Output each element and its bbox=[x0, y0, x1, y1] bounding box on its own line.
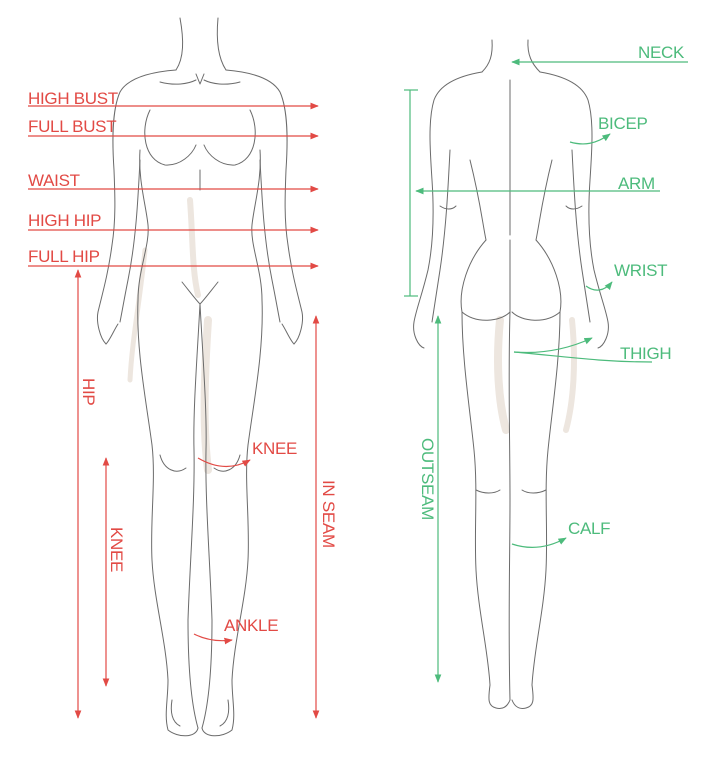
ankle-label: ANKLE bbox=[224, 616, 279, 635]
calf-curve-arrow bbox=[511, 537, 567, 548]
knee-length-label: KNEE bbox=[107, 527, 126, 573]
knee-curve-arrow bbox=[197, 457, 251, 468]
arm-label: ARM bbox=[618, 174, 655, 193]
front-measurements bbox=[28, 102, 320, 719]
bicep-label: BICEP bbox=[598, 114, 648, 133]
thigh-label: THIGH bbox=[620, 344, 672, 363]
wrist-curve-arrow bbox=[585, 281, 613, 291]
thigh-curve-arrow bbox=[513, 337, 593, 354]
ankle-curve-arrow bbox=[193, 633, 233, 645]
bicep-curve-arrow bbox=[569, 133, 611, 145]
neck-label: NECK bbox=[638, 43, 685, 62]
full-bust-label: FULL BUST bbox=[28, 117, 117, 136]
high-hip-label: HIGH HIP bbox=[28, 211, 102, 230]
outseam-label: OUTSEAM bbox=[418, 438, 437, 520]
in-seam-label: IN SEAM bbox=[319, 480, 338, 548]
waist-label: WAIST bbox=[28, 171, 80, 190]
knee-label: KNEE bbox=[252, 439, 298, 458]
back-measurements bbox=[404, 58, 688, 683]
wrist-label: WRIST bbox=[614, 261, 668, 280]
hip-label: HIP bbox=[79, 378, 98, 406]
back-figure bbox=[413, 39, 609, 709]
calf-label: CALF bbox=[568, 519, 611, 538]
full-hip-label: FULL HIP bbox=[28, 247, 100, 266]
high-bust-label: HIGH BUST bbox=[28, 89, 118, 108]
